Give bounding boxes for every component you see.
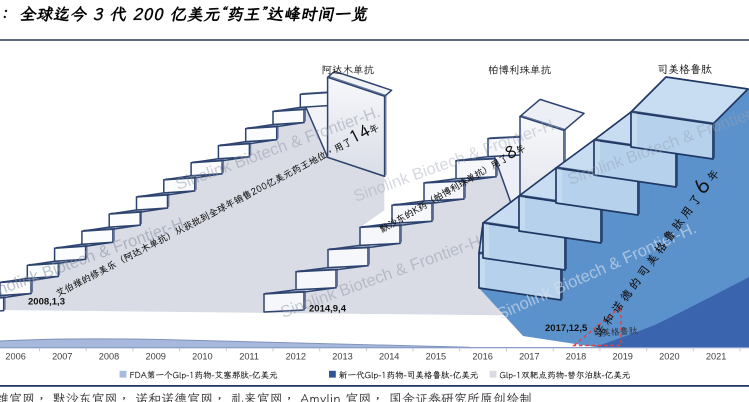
- svg-text:2006: 2006: [5, 352, 25, 362]
- svg-text:2021: 2021: [706, 352, 726, 362]
- svg-text:2011: 2011: [239, 352, 259, 362]
- svg-text:2013: 2013: [332, 352, 352, 362]
- svg-text:2014,9,4: 2014,9,4: [309, 304, 347, 315]
- svg-text:2019: 2019: [612, 352, 632, 362]
- svg-text:2008,1,3: 2008,1,3: [28, 297, 65, 308]
- svg-text:2016: 2016: [472, 352, 492, 362]
- svg-text:2009: 2009: [145, 352, 165, 362]
- svg-text:2017: 2017: [519, 352, 539, 362]
- svg-text:2010: 2010: [192, 352, 212, 362]
- svg-text:2012: 2012: [286, 352, 306, 362]
- svg-text:2018: 2018: [566, 352, 586, 362]
- svg-text:2007: 2007: [52, 352, 72, 362]
- svg-text:2015: 2015: [426, 352, 446, 362]
- svg-text:2017,12,5: 2017,12,5: [545, 323, 588, 334]
- svg-text:2020: 2020: [659, 352, 679, 362]
- svg-text:2014: 2014: [379, 352, 399, 362]
- svg-text:2008: 2008: [99, 352, 119, 362]
